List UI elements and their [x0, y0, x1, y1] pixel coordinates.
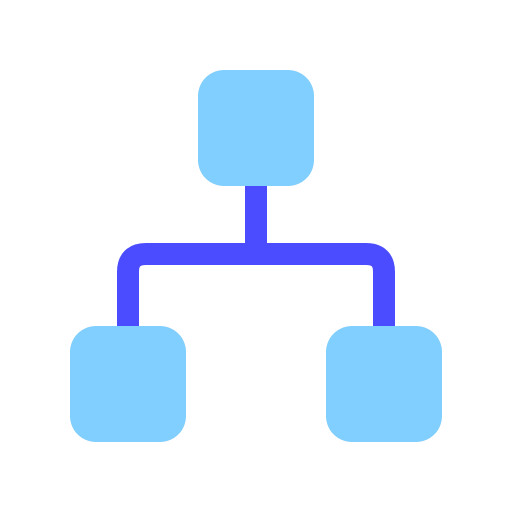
left-child-node — [70, 326, 186, 442]
branch-connector — [117, 243, 395, 328]
root-connector-stem — [245, 182, 267, 252]
right-child-node — [326, 326, 442, 442]
root-node — [198, 70, 314, 186]
connector-lines — [117, 182, 395, 328]
